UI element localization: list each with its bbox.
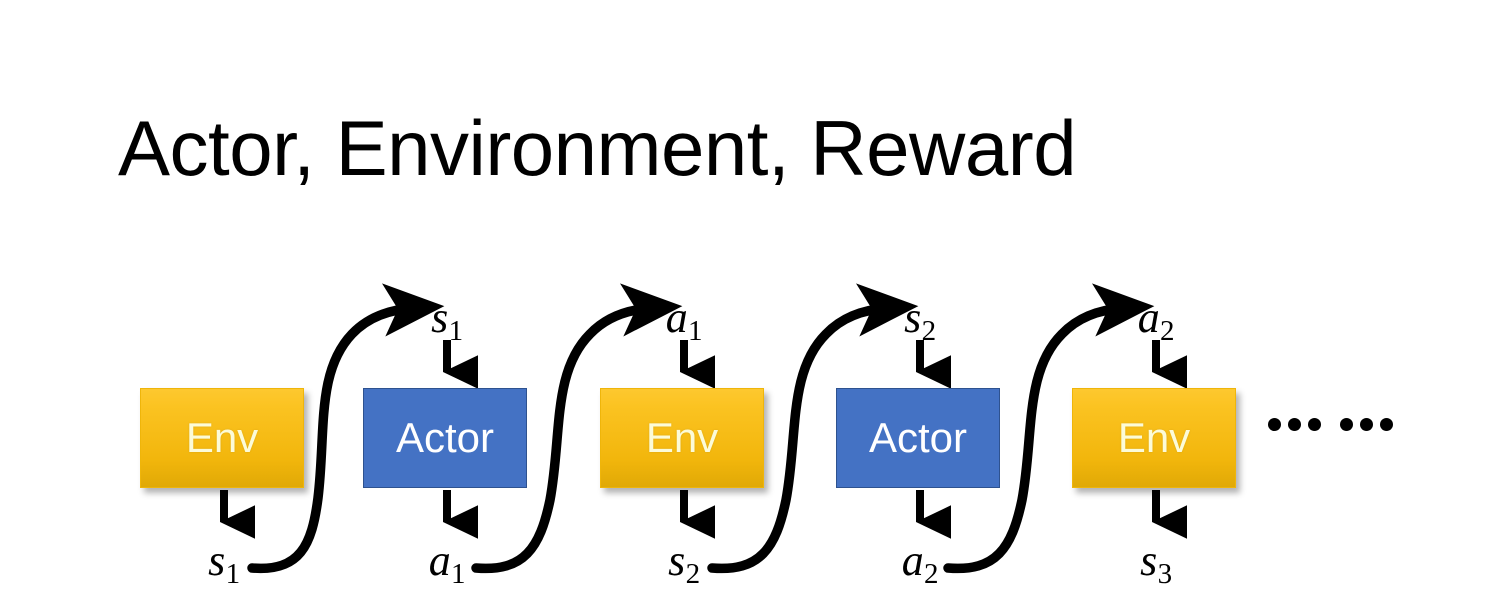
math-base: s — [1140, 536, 1158, 585]
node-label: Actor — [868, 414, 968, 461]
math-sub: 1 — [688, 314, 703, 347]
ellipsis-dot — [1288, 418, 1301, 431]
node-label: Env — [645, 414, 719, 461]
ellipsis-dot — [1308, 418, 1321, 431]
math-base: s — [904, 293, 922, 342]
node-env-3[interactable]: Env — [1072, 388, 1236, 488]
node-env-2[interactable]: Env — [600, 388, 764, 488]
math-sub: 1 — [451, 557, 466, 590]
math-sub: 1 — [448, 314, 464, 347]
math-sub: 2 — [685, 557, 701, 590]
math-sub: 2 — [921, 314, 937, 347]
math-base: s — [208, 536, 226, 585]
ellipsis-gap — [1328, 424, 1333, 425]
node-env-1[interactable]: Env — [140, 388, 304, 488]
label-state-s2-top: s2 — [904, 293, 936, 346]
ellipsis-dot — [1268, 418, 1281, 431]
label-action-a1-bottom: a1 — [428, 536, 466, 589]
label-action-a2-top: a2 — [1137, 293, 1175, 346]
node-label: Env — [1117, 414, 1191, 461]
math-sub: 3 — [1157, 557, 1173, 590]
math-sub: 2 — [924, 557, 939, 590]
page-title: Actor, Environment, Reward — [118, 104, 1077, 192]
node-label: Env — [185, 414, 259, 461]
ellipsis-dot — [1380, 418, 1393, 431]
ellipsis-dot — [1340, 418, 1353, 431]
math-sub: 1 — [225, 557, 241, 590]
ellipsis-dot — [1360, 418, 1373, 431]
math-base: a — [428, 536, 451, 585]
label-state-s1-bottom: s1 — [208, 536, 240, 589]
node-label: Actor — [395, 414, 495, 461]
math-base: a — [1137, 293, 1160, 342]
math-sub: 2 — [1160, 314, 1175, 347]
math-base: s — [431, 293, 449, 342]
math-base: a — [901, 536, 924, 585]
node-actor-1[interactable]: Actor — [363, 388, 527, 488]
label-action-a2-bottom: a2 — [901, 536, 939, 589]
label-state-s3-bottom: s3 — [1140, 536, 1172, 589]
label-state-s2-bottom: s2 — [668, 536, 700, 589]
label-action-a1-top: a1 — [665, 293, 703, 346]
ellipsis-icon — [1268, 418, 1393, 431]
math-base: s — [668, 536, 686, 585]
math-base: a — [665, 293, 688, 342]
label-state-s1-top: s1 — [431, 293, 463, 346]
node-actor-2[interactable]: Actor — [836, 388, 1000, 488]
